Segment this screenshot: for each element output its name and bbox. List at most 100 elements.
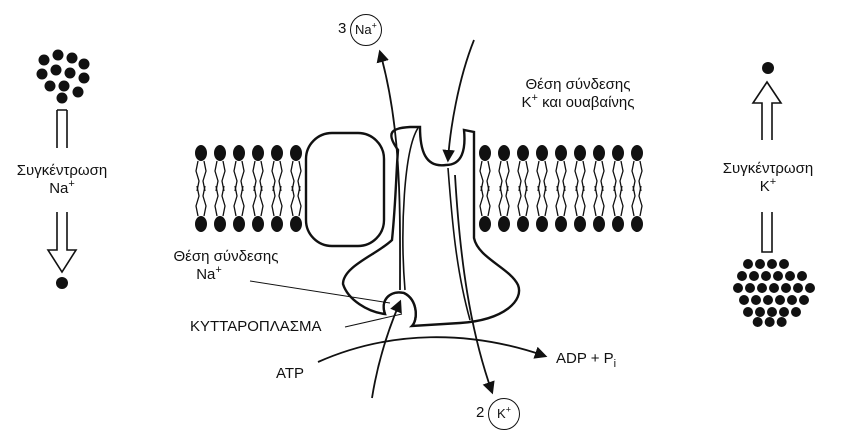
na-low-dot: [56, 277, 68, 289]
ion-dot: [751, 295, 761, 305]
ion-dot: [749, 271, 759, 281]
ion-dot: [777, 317, 787, 327]
k-high-cluster: [733, 259, 815, 327]
phospholipid: [631, 145, 643, 191]
ion-dot: [743, 307, 753, 317]
na-site-line1: Θέση σύνδεσης: [156, 248, 296, 266]
k-gradient-arrow-lower: [762, 212, 772, 252]
ion-dot: [37, 69, 48, 80]
na-site-line2: Na+: [156, 266, 262, 284]
ion-dot: [51, 65, 62, 76]
ion-dot: [45, 81, 56, 92]
na-high-cluster: [37, 50, 90, 104]
ion-dot: [779, 259, 789, 269]
k-ion-charge: +: [506, 405, 511, 415]
ion-dot: [773, 271, 783, 281]
ion-dot: [767, 307, 777, 317]
ion-dot: [787, 295, 797, 305]
ion-dot: [79, 73, 90, 84]
ion-dot: [739, 295, 749, 305]
phospholipid: [290, 145, 302, 191]
na-gradient-arrow-lower: [48, 212, 76, 272]
phospholipid: [233, 186, 245, 232]
ion-dot: [799, 295, 809, 305]
phospholipid: [195, 145, 207, 191]
phospholipid: [612, 145, 624, 191]
k-gradient-arrow: [753, 82, 781, 140]
ion-dot: [757, 283, 767, 293]
phospholipid: [479, 186, 491, 232]
channel-protein: [306, 133, 384, 246]
na-ion-symbol: Na: [355, 22, 372, 37]
na-ion-circle: Na+: [350, 14, 382, 46]
na-gradient-arrow: [57, 110, 67, 148]
na-concentration-label: Συγκέντρωση Na+: [6, 162, 118, 198]
ion-dot: [793, 283, 803, 293]
ion-dot: [59, 81, 70, 92]
ion-dot: [73, 87, 84, 98]
phospholipid: [195, 186, 207, 232]
ion-dot: [763, 295, 773, 305]
k-ion-circle: K+: [488, 398, 520, 430]
k-site-line1: Θέση σύνδεσης: [488, 76, 668, 94]
cytoplasm-label: ΚΥΤΤΑΡΟΠΛΑΣΜΑ: [190, 318, 322, 336]
k-concentration-word: Συγκέντρωση: [712, 160, 824, 178]
ion-dot: [755, 307, 765, 317]
k-site-line2: K+ και ουαβαίνης: [488, 94, 668, 112]
phospholipid: [271, 186, 283, 232]
k-concentration-ion: K+: [712, 178, 824, 196]
phospholipid: [498, 145, 510, 191]
ion-dot: [745, 283, 755, 293]
ion-dot: [65, 68, 76, 79]
phospholipid: [593, 145, 605, 191]
na-site-label: Θέση σύνδεσης Na+: [156, 248, 296, 284]
ion-dot: [785, 271, 795, 281]
adp-label: ADP + Pi: [556, 350, 616, 368]
ion-dot: [797, 271, 807, 281]
ion-dot: [67, 53, 78, 64]
ion-dot: [755, 259, 765, 269]
ion-dot: [743, 259, 753, 269]
phospholipid: [593, 186, 605, 232]
phospholipid: [252, 186, 264, 232]
k-site-label: Θέση σύνδεσης K+ και ουαβαίνης: [488, 76, 668, 112]
ion-dot: [79, 59, 90, 70]
phospholipid: [214, 186, 226, 232]
phospholipid: [252, 145, 264, 191]
atp-hydrolysis-arrow: [318, 337, 545, 362]
ion-dot: [761, 271, 771, 281]
phospholipid: [517, 145, 529, 191]
phospholipid: [290, 186, 302, 232]
k-count: 2: [476, 404, 484, 422]
atp-label: ATP: [276, 365, 304, 383]
ion-dot: [39, 55, 50, 66]
ion-dot: [57, 93, 68, 104]
phospholipid: [271, 145, 283, 191]
ion-dot: [781, 283, 791, 293]
phospholipid: [536, 186, 548, 232]
na-concentration-word: Συγκέντρωση: [6, 162, 118, 180]
phospholipid: [517, 186, 529, 232]
ion-dot: [775, 295, 785, 305]
phospholipid: [555, 145, 567, 191]
na-uptake-arrow: [372, 302, 400, 398]
ion-dot: [779, 307, 789, 317]
phospholipid: [214, 145, 226, 191]
ion-dot: [53, 50, 64, 61]
ion-dot: [769, 283, 779, 293]
ion-dot: [765, 317, 775, 327]
ion-dot: [753, 317, 763, 327]
phospholipid: [574, 145, 586, 191]
phospholipid: [498, 186, 510, 232]
ion-dot: [791, 307, 801, 317]
na-count: 3: [338, 20, 346, 38]
phospholipid: [536, 145, 548, 191]
k-low-dot: [762, 62, 774, 74]
phospholipid: [574, 186, 586, 232]
na-binding-site: [384, 292, 416, 326]
phospholipid: [631, 186, 643, 232]
ion-dot: [805, 283, 815, 293]
ion-dot: [733, 283, 743, 293]
phospholipid: [612, 186, 624, 232]
